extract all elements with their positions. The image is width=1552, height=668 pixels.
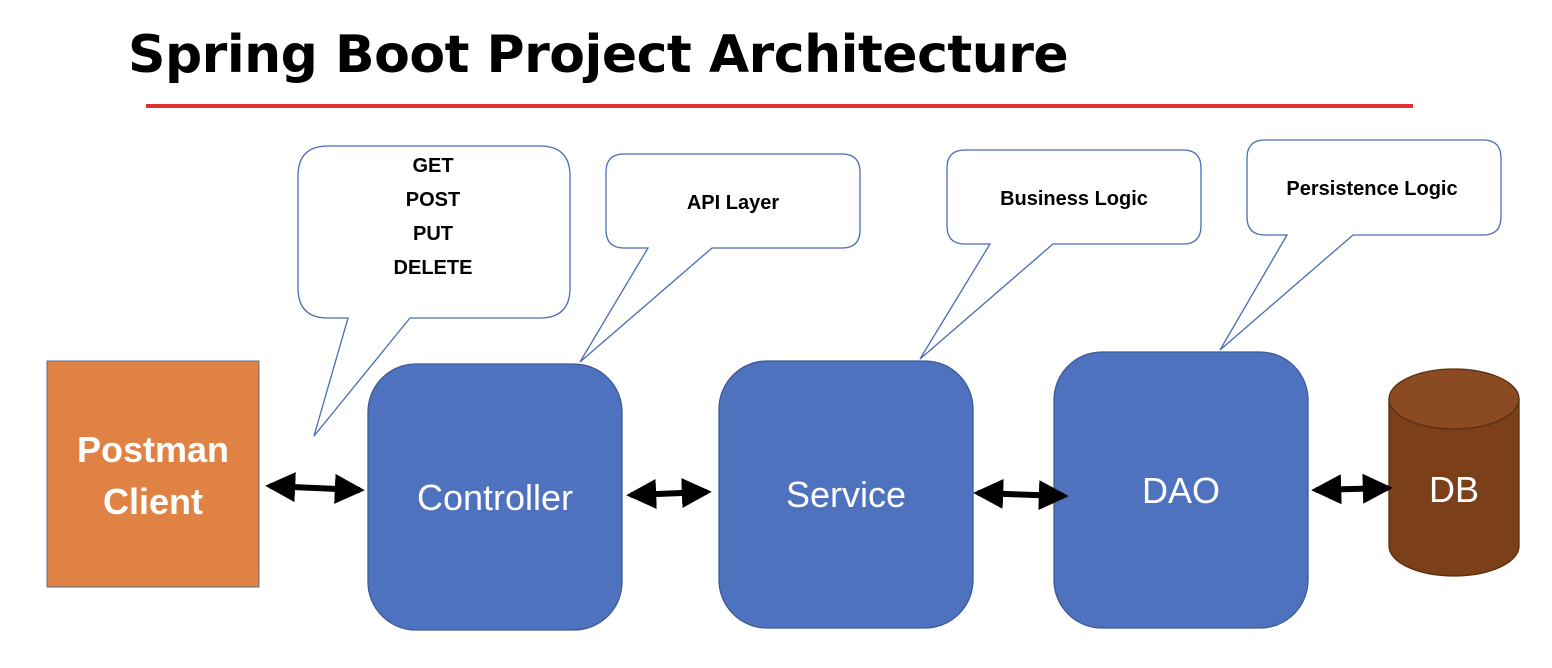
arrow-controller-service — [626, 478, 712, 509]
http-method-post: POST — [406, 189, 460, 211]
dao-role-label: Persistence Logic — [1286, 178, 1457, 200]
service-box — [718, 360, 974, 629]
arrow-service-dao — [973, 478, 1069, 511]
http-method-get: GET — [412, 155, 453, 177]
callout-http-methods — [297, 145, 571, 437]
callout-dao-role — [1219, 139, 1502, 351]
arrow-client-controller — [265, 472, 365, 504]
database-cylinder — [1388, 368, 1520, 577]
dao-label: DAO — [1142, 470, 1220, 511]
http-method-delete: DELETE — [394, 257, 473, 279]
callout-service-role — [919, 149, 1202, 360]
controller-role-label: API Layer — [687, 192, 779, 214]
postman-client-label-line2: Client — [103, 481, 203, 522]
service-role-label: Business Logic — [1000, 188, 1148, 210]
postman-client-label-line1: Postman — [77, 429, 229, 470]
page-title: Spring Boot Project Architecture — [128, 25, 1069, 85]
database-label: DB — [1429, 469, 1479, 510]
callout-controller-role — [579, 153, 861, 363]
controller-box — [367, 363, 623, 631]
controller-label: Controller — [417, 477, 573, 518]
postman-client-box — [46, 360, 260, 588]
service-label: Service — [786, 474, 906, 515]
arrow-dao-db — [1311, 473, 1393, 505]
http-method-put: PUT — [413, 223, 453, 245]
